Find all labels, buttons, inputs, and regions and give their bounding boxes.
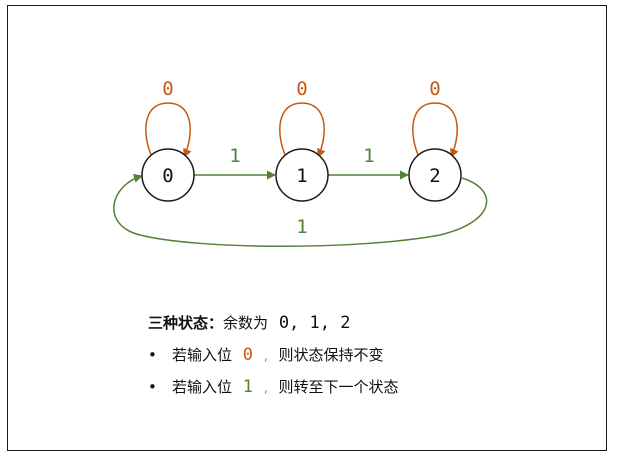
self-loop-0 <box>145 102 192 158</box>
self-loop-1-label: 0 <box>296 78 307 100</box>
bullet-text: 若输入位 0 , 则状态保持不变 <box>172 343 383 368</box>
diagram-frame <box>7 5 607 451</box>
bullet-item-stay: • 若输入位 0 , 则状态保持不变 <box>148 343 468 367</box>
edge-0-to-1-label: 1 <box>229 145 240 167</box>
bullet-marker: • <box>148 378 157 396</box>
bullet-prefix: 若输入位 <box>172 346 233 364</box>
state-node-1-label: 1 <box>296 165 307 187</box>
state-node-2-label: 2 <box>429 165 440 187</box>
states-summary: 三种状态：余数为 0, 1, 2 <box>148 311 350 335</box>
self-loop-2-label: 0 <box>429 78 440 100</box>
self-loop-1 <box>279 102 326 158</box>
edge-2-to-0-label: 1 <box>296 216 307 238</box>
input-bit-one: 1 <box>242 377 254 397</box>
state-node-1 <box>275 148 329 202</box>
state-node-2 <box>408 148 462 202</box>
separator-comma: , <box>263 349 268 363</box>
bullet-rest: 则状态保持不变 <box>278 346 384 364</box>
bullet-item-advance: • 若输入位 1 , 则转至下一个状态 <box>148 375 488 399</box>
states-values: 0, 1, 2 <box>278 313 351 333</box>
states-desc: 余数为 <box>223 314 269 332</box>
edge-1-to-2-label: 1 <box>363 145 374 167</box>
bullet-text: 若输入位 1 , 则转至下一个状态 <box>172 375 398 400</box>
self-loop-0-label: 0 <box>162 78 173 100</box>
state-node-0 <box>141 148 195 202</box>
bullet-marker: • <box>148 346 157 364</box>
self-loop-2 <box>412 102 459 158</box>
separator-comma: , <box>263 381 268 395</box>
bullet-prefix: 若输入位 <box>172 378 233 396</box>
states-title: 三种状态： <box>148 314 224 332</box>
state-node-0-label: 0 <box>162 165 173 187</box>
input-bit-zero: 0 <box>242 345 254 365</box>
bullet-rest: 则转至下一个状态 <box>278 378 399 396</box>
edge-2-to-0 <box>113 173 488 247</box>
